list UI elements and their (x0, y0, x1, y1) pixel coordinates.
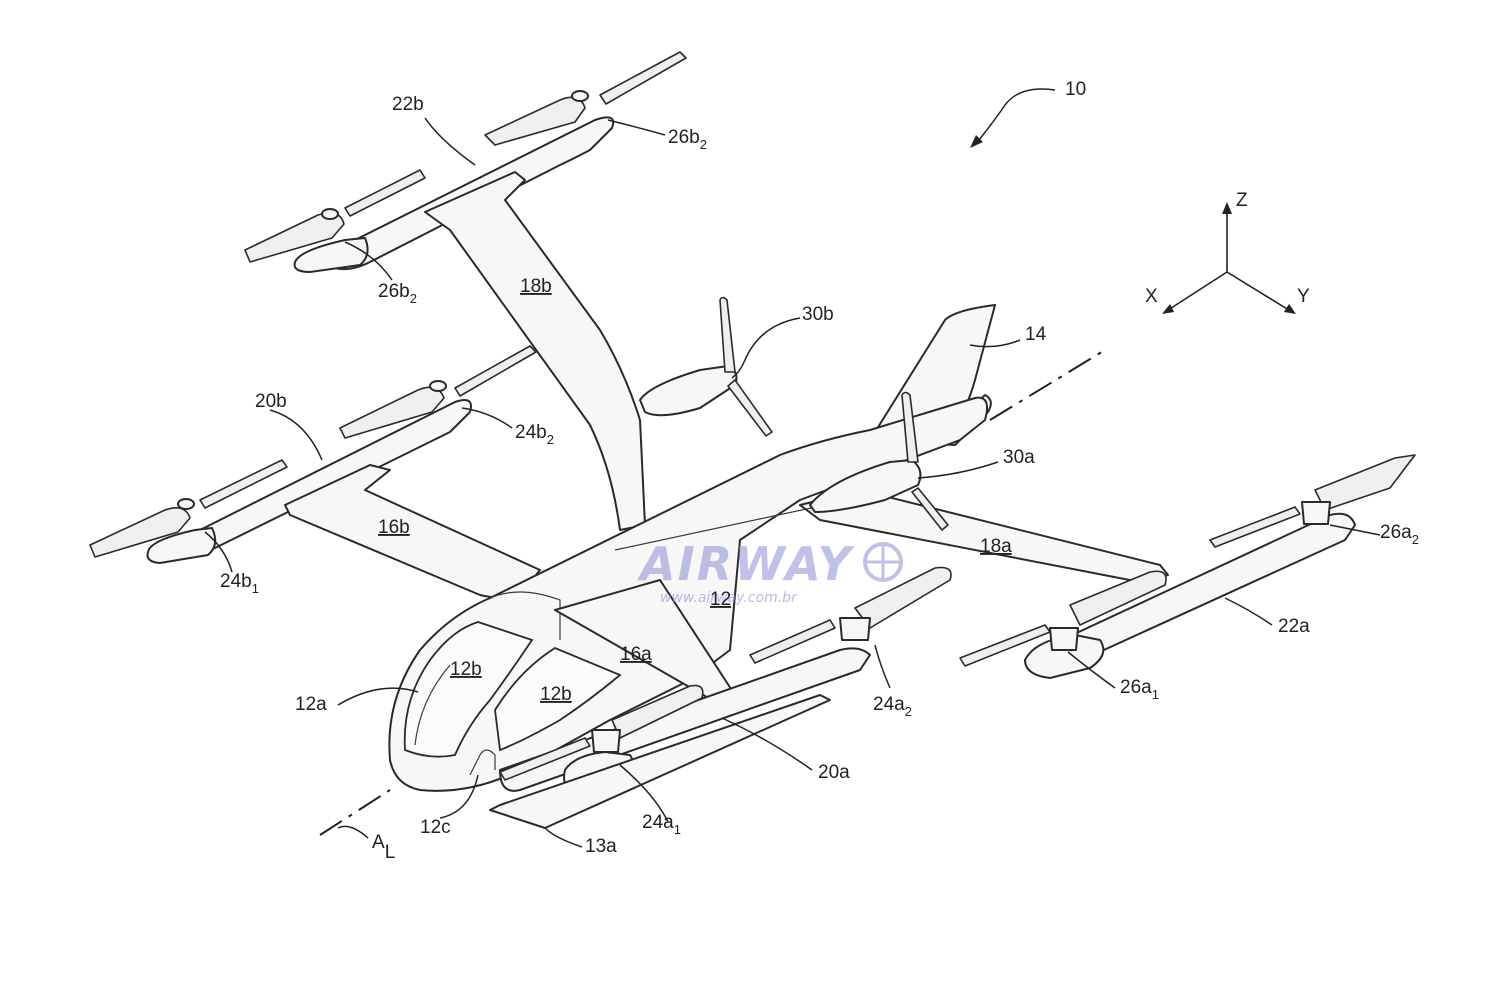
leader-lines (204, 117, 1381, 848)
rear-right-boom (959, 454, 1416, 679)
label-24b2: 24b2 (515, 422, 554, 447)
label-12b-left: 12b (450, 659, 482, 680)
label-axis-AL: AL (372, 832, 395, 863)
label-12: 12 (710, 589, 731, 610)
window-right (494, 646, 622, 752)
label-30a: 30a (1003, 447, 1035, 468)
skid (489, 694, 831, 829)
watermark-compass-icon (863, 542, 903, 582)
label-22b: 22b (392, 94, 424, 115)
label-18a: 18a (980, 536, 1012, 557)
label-18b: 18b (520, 276, 552, 297)
axis-x-label: X (1145, 286, 1158, 307)
label-12a: 12a (295, 694, 327, 715)
label-14: 14 (1025, 324, 1047, 345)
label-22a: 22a (1278, 616, 1310, 637)
watermark-brand: AIRWAY (637, 537, 856, 591)
label-12b-right: 12b (540, 684, 572, 705)
rear-left-wing (424, 171, 646, 531)
label-26b2-lower: 26b2 (378, 281, 417, 306)
coordinate-axes: Z X Y (1145, 190, 1310, 314)
label-20a: 20a (818, 762, 850, 783)
pusher-left (639, 296, 773, 437)
axis-y-label: Y (1297, 286, 1310, 307)
front-left-boom (89, 345, 537, 564)
label-26a2: 26a2 (1380, 522, 1419, 547)
front-right-boom (489, 566, 952, 829)
label-20b: 20b (255, 391, 287, 412)
label-24a2: 24a2 (873, 694, 912, 719)
figure-reference: 10 (1065, 79, 1086, 100)
label-16b: 16b (378, 517, 410, 538)
label-30b: 30b (802, 304, 834, 325)
window-left (403, 621, 534, 758)
axis-z-label: Z (1236, 190, 1248, 211)
reference-labels: 22b 26b2 26b2 18b 30b 14 20b 24b2 16b 30… (220, 94, 1419, 863)
label-12c: 12c (420, 817, 451, 838)
longitudinal-axis-front (319, 789, 391, 836)
label-24a1: 24a1 (642, 812, 681, 837)
label-24b1: 24b1 (220, 571, 259, 596)
fuselage (388, 396, 988, 792)
label-13a: 13a (585, 836, 617, 857)
pusher-right (809, 391, 949, 531)
longitudinal-axis-rear (989, 349, 1106, 421)
label-26b2-top: 26b2 (668, 127, 707, 152)
label-16a: 16a (620, 644, 652, 665)
label-26a1: 26a1 (1120, 677, 1159, 702)
watermark-url: www.airway.com.br (660, 590, 798, 606)
